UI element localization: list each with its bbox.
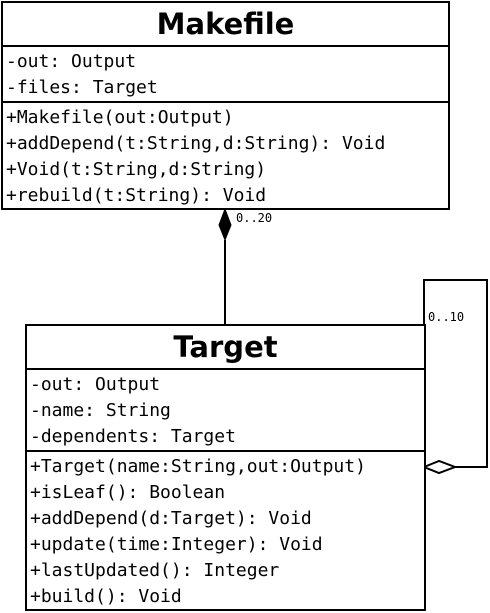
- makefile-operation: +Makefile(out:Output): [6, 107, 234, 128]
- makefile-operation: +addDepend(t:String,d:String): Void: [6, 133, 386, 154]
- target-operation: +lastUpdated(): Integer: [30, 560, 280, 581]
- target-operation: +update(time:Integer): Void: [30, 534, 323, 555]
- makefile-attribute: -out: Output: [6, 51, 137, 72]
- makefile-operation: +rebuild(t:String): Void: [6, 185, 267, 206]
- makefile-class: Makefile -out: Output -files: Target +Ma…: [1, 1, 450, 210]
- aggregation-diamond: [421, 459, 458, 475]
- composition-multiplicity: 0..20: [236, 211, 273, 225]
- target-operation: +build(): Void: [30, 586, 182, 607]
- makefile-class-name: Makefile: [3, 3, 448, 47]
- makefile-operation: +Void(t:String,d:String): [6, 159, 267, 180]
- target-class: Target -out: Output -name: String -depen…: [25, 324, 426, 611]
- makefile-operations: +Makefile(out:Output) +addDepend(t:Strin…: [3, 101, 448, 209]
- target-operations: +Target(name:String,out:Output) +isLeaf(…: [27, 450, 424, 610]
- target-attribute: -out: Output: [30, 374, 161, 395]
- target-attribute: -dependents: Target: [30, 426, 236, 447]
- makefile-attribute: -files: Target: [6, 77, 158, 98]
- self-association-multiplicity: 0..10: [428, 310, 465, 324]
- target-attribute: -name: String: [30, 400, 171, 421]
- makefile-attributes: -out: Output -files: Target: [3, 47, 448, 101]
- self-association-line: [423, 279, 488, 468]
- composition-diamond: [218, 207, 232, 242]
- target-attributes: -out: Output -name: String -dependents: …: [27, 370, 424, 450]
- target-operation: +isLeaf(): Boolean: [30, 482, 226, 503]
- target-class-name: Target: [27, 326, 424, 370]
- target-operation: +addDepend(d:Target): Void: [30, 508, 312, 529]
- target-operation: +Target(name:String,out:Output): [30, 456, 366, 477]
